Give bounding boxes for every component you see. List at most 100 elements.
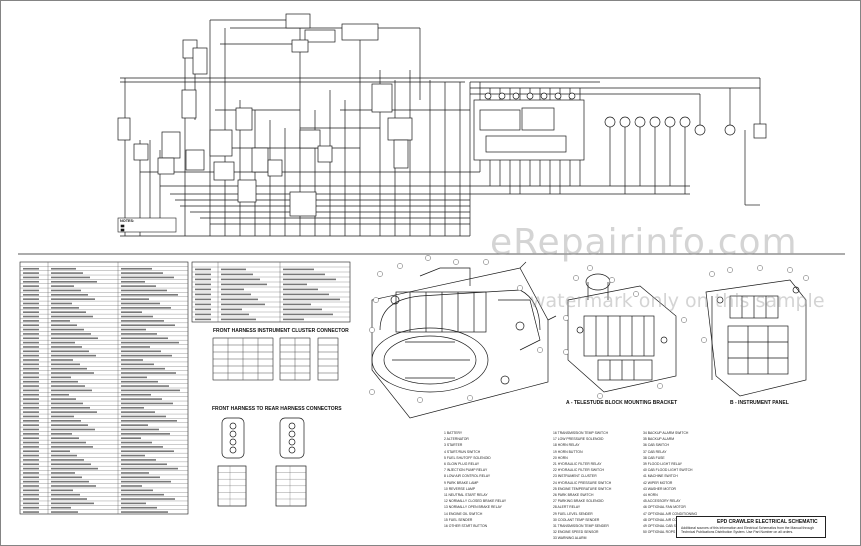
cell-text (51, 459, 84, 461)
callout-marker (483, 259, 489, 265)
callout-marker (587, 265, 593, 271)
cell-text (121, 311, 142, 313)
callout-marker (425, 255, 431, 261)
legend-item: 41 MACHINE SWITCH (643, 474, 678, 479)
legend-item: 23 INSTRUMENT CLUSTER (553, 474, 597, 479)
cell-text (23, 411, 39, 413)
cell-text (121, 267, 152, 270)
legend-item: 47 OPTIONAL AIR CONDITIONING (643, 511, 698, 516)
callout-marker (517, 285, 523, 291)
cell-text (283, 278, 336, 281)
watermark-site: eRepairinfo.com (490, 222, 798, 263)
cell-text (51, 328, 84, 331)
cell-text (221, 318, 256, 321)
cell-text (51, 337, 98, 340)
cell-text (195, 278, 211, 281)
cell-text (23, 324, 39, 327)
cell-text (121, 480, 171, 483)
callout-marker (757, 265, 763, 271)
legend-item: 34 BACKUP ALARM SWITCH (643, 431, 689, 435)
cell-text (23, 298, 39, 300)
cell-text (23, 359, 39, 361)
cell-text (23, 450, 39, 453)
cell-text (23, 272, 39, 274)
legend-item: 10 REVERSE LAMP (444, 486, 476, 491)
legend-item: 16 TRANSMISSION TEMP SWITCH (553, 431, 609, 435)
cell-text (195, 293, 211, 296)
cell-text (23, 285, 39, 287)
title-note-line1: Additional sources of this information a… (681, 526, 815, 530)
cell-text (51, 441, 86, 444)
cell-text (121, 446, 163, 448)
cell-text (195, 318, 211, 321)
callout-marker (657, 383, 663, 389)
legend-item: 48 OPTIONAL AIR COMPRESSOR (643, 517, 697, 522)
wire-table-left (19, 261, 189, 515)
cell-text (51, 506, 71, 509)
cell-text (23, 402, 39, 405)
legend-item: 18 HORN RELAY (553, 443, 580, 448)
cell-text (51, 380, 78, 383)
cell-text (283, 268, 314, 271)
cell-text (23, 367, 39, 370)
callout-marker (681, 317, 687, 323)
cell-text (51, 511, 78, 513)
cell-text (23, 380, 39, 383)
callout-marker (537, 347, 543, 353)
notes-box (117, 217, 177, 233)
cell-text (221, 308, 242, 311)
caption-notes: NOTES: (120, 219, 135, 223)
cell-text (51, 450, 70, 453)
legend-item: 33 WARNING ALARM (553, 536, 587, 541)
cell-text (51, 311, 86, 313)
cell-text (221, 268, 246, 271)
cell-text (221, 278, 260, 281)
callout-marker (727, 267, 733, 273)
cell-text (121, 333, 157, 335)
cell-text (51, 320, 70, 322)
legend-item: 36 CAB SWITCH (643, 443, 669, 448)
cell-text (51, 276, 90, 279)
cell-text (23, 511, 39, 513)
wire-table-middle (191, 261, 351, 323)
cell-text (51, 502, 94, 505)
cell-text (221, 293, 251, 296)
cell-text (121, 493, 164, 496)
callout-marker (373, 297, 379, 303)
cell-text (121, 372, 176, 374)
cell-text (23, 372, 39, 374)
connector-cells (212, 337, 339, 381)
cell-text (121, 467, 178, 470)
callout-marker (573, 275, 579, 281)
cell-text (51, 493, 80, 496)
cell-text (121, 502, 146, 505)
cell-text (121, 420, 177, 422)
cell-text (51, 302, 72, 305)
cell-text (121, 472, 149, 474)
legend-item: 8 LOW AIR CONTROL RELAY (444, 474, 491, 479)
cell-text (51, 446, 93, 448)
cell-text (51, 346, 82, 348)
cell-text (121, 324, 175, 327)
cell-text (23, 485, 39, 487)
callout-marker (597, 393, 603, 399)
cell-text (221, 313, 249, 316)
cell-text (121, 315, 153, 318)
cell-text (51, 420, 81, 422)
cell-text (51, 467, 98, 470)
cell-text (23, 276, 39, 279)
cell-text (23, 267, 39, 270)
cell-text (121, 359, 143, 361)
cell-text (51, 489, 73, 492)
cell-text (195, 268, 211, 271)
cell-text (23, 506, 39, 509)
cell-text (23, 489, 39, 492)
cell-text (51, 315, 93, 318)
cell-text (23, 493, 39, 496)
legend-item: 30 COOLANT TEMP SENDER (553, 517, 600, 522)
cell-text (23, 307, 39, 309)
cell-text (23, 289, 39, 292)
cell-text (51, 454, 77, 457)
callout-marker (453, 259, 459, 265)
